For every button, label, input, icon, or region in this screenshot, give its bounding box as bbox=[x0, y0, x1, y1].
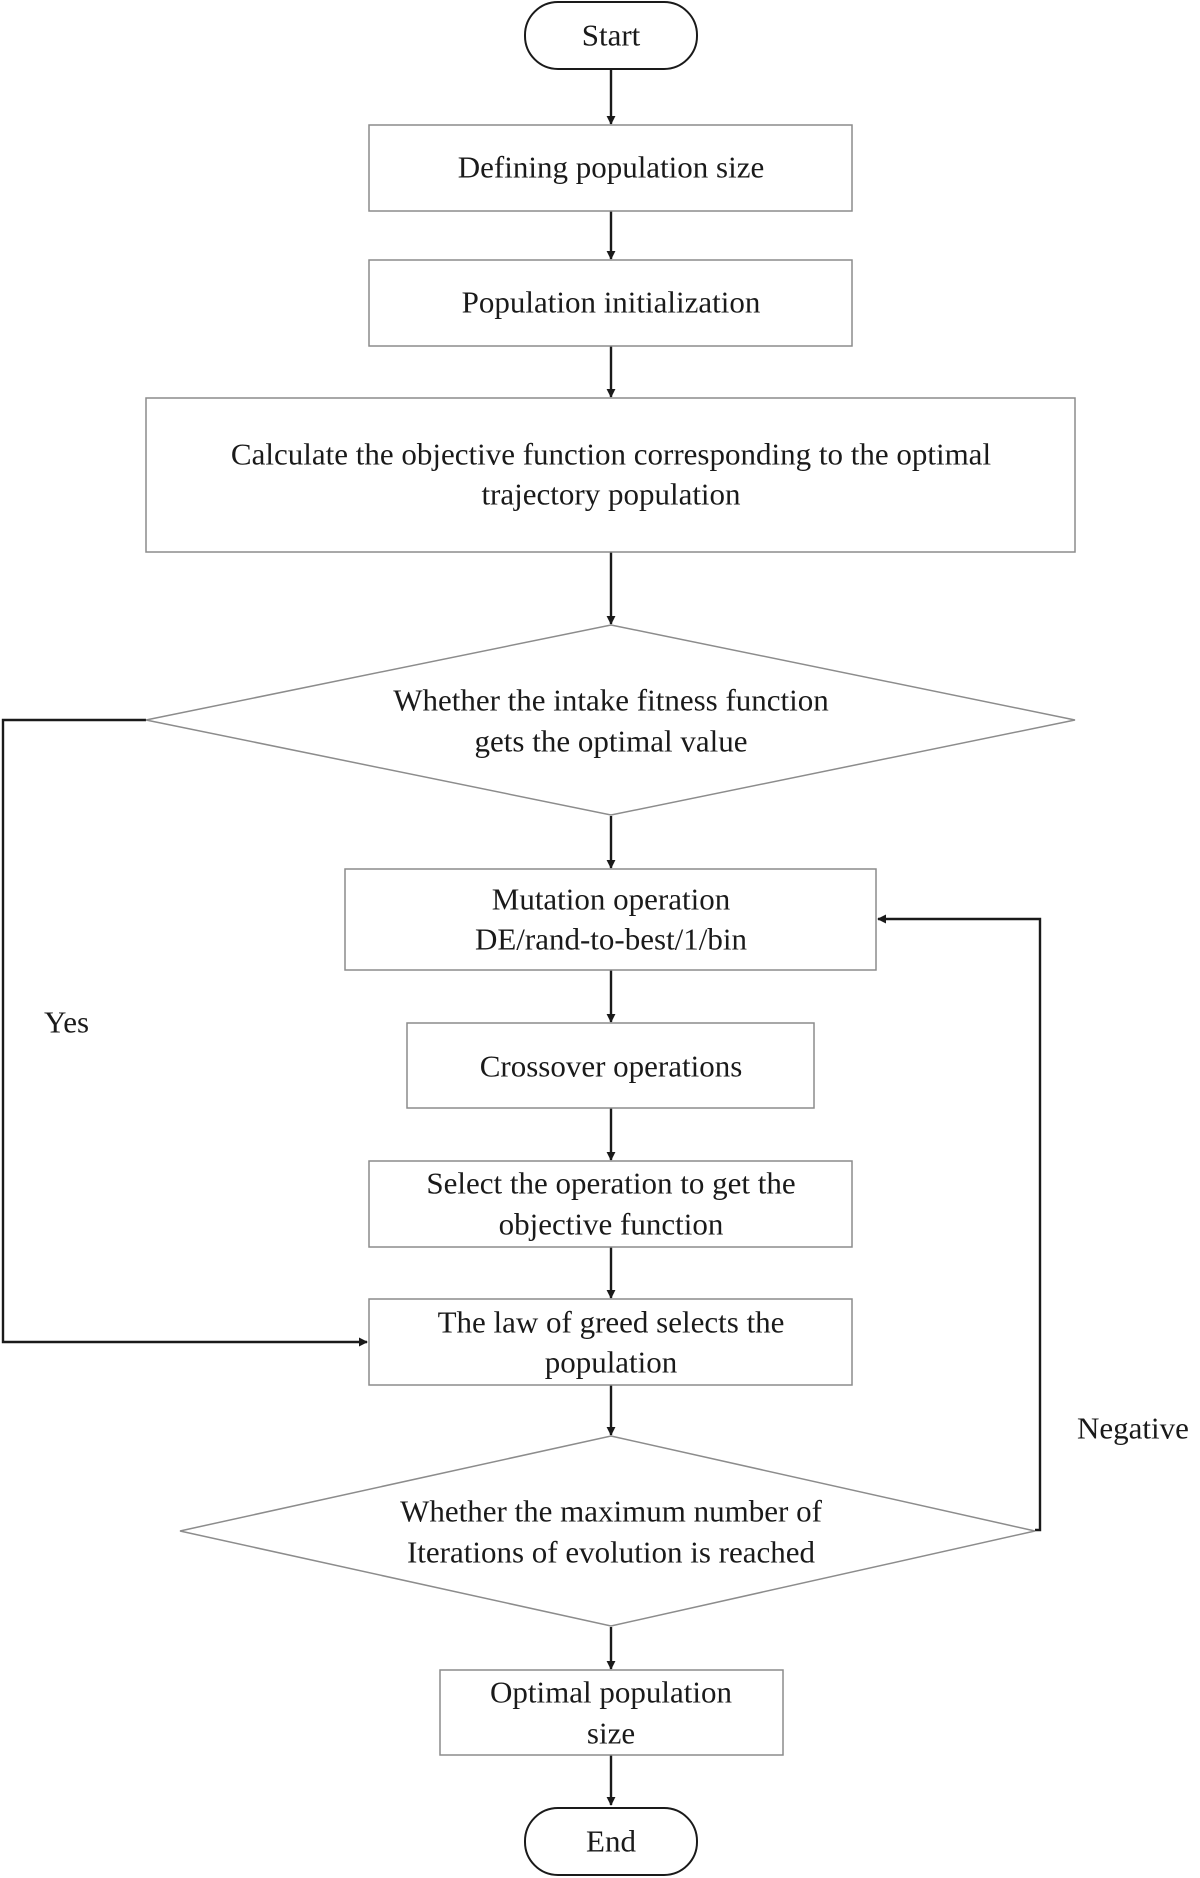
process-mutation-label-line2: DE/rand-to-best/1/bin bbox=[475, 922, 748, 957]
edge-yes-loop bbox=[1, 718, 368, 1347]
process-mutation-operation: Mutation operation DE/rand-to-best/1/bin bbox=[344, 868, 877, 971]
process-crossover-shape bbox=[406, 1022, 815, 1109]
process-define-population-size: Defining population size bbox=[368, 124, 853, 212]
process-select-label-line1: Select the operation to get the bbox=[426, 1166, 795, 1201]
terminal-end: End bbox=[524, 1807, 698, 1876]
terminal-start-shape bbox=[524, 1, 698, 70]
decision-maxiter-label-line2: Iterations of evolution is reached bbox=[407, 1535, 816, 1570]
process-crossover-operations: Crossover operations bbox=[406, 1022, 815, 1109]
edge-negative-loop bbox=[877, 914, 1042, 1532]
edge-label-yes: Yes bbox=[44, 1005, 89, 1040]
decision-fitness-shape bbox=[145, 624, 1076, 816]
process-define-label: Defining population size bbox=[458, 150, 765, 185]
process-mutation-label-line1: Mutation operation bbox=[492, 882, 731, 917]
process-greed-selects-population: The law of greed selects the population bbox=[368, 1298, 853, 1386]
process-population-initialization: Population initialization bbox=[368, 259, 853, 347]
connectors bbox=[1, 70, 1042, 1806]
process-mutation-shape bbox=[344, 868, 877, 971]
process-init-label: Population initialization bbox=[462, 285, 761, 320]
terminal-end-shape bbox=[524, 1807, 698, 1876]
process-define-shape bbox=[368, 124, 853, 212]
terminal-start: Start bbox=[524, 1, 698, 70]
decision-fitness-label-line2: gets the optimal value bbox=[475, 724, 748, 759]
decision-max-iterations: Whether the maximum number of Iterations… bbox=[179, 1435, 1036, 1627]
process-select-shape bbox=[368, 1160, 853, 1248]
process-greed-label-line2: population bbox=[545, 1345, 678, 1380]
process-init-shape bbox=[368, 259, 853, 347]
process-calc-label-line1: Calculate the objective function corresp… bbox=[231, 437, 991, 472]
process-select-label-line2: objective function bbox=[499, 1207, 724, 1242]
decision-maxiter-label-line1: Whether the maximum number of bbox=[400, 1494, 822, 1529]
edge-label-negative: Negative bbox=[1077, 1411, 1189, 1446]
process-greed-label-line1: The law of greed selects the bbox=[438, 1305, 785, 1340]
terminal-end-label: End bbox=[586, 1824, 636, 1859]
process-optimal-shape bbox=[439, 1669, 784, 1756]
process-crossover-label: Crossover operations bbox=[480, 1049, 743, 1084]
process-calc-shape bbox=[145, 397, 1076, 553]
process-calc-label-line2: trajectory population bbox=[481, 477, 741, 512]
process-greed-shape bbox=[368, 1298, 853, 1386]
decision-fitness-optimal: Whether the intake fitness function gets… bbox=[145, 624, 1076, 816]
process-optimal-label-line1: Optimal population bbox=[490, 1675, 732, 1710]
decision-maxiter-shape bbox=[179, 1435, 1036, 1627]
process-select-operation: Select the operation to get the objectiv… bbox=[368, 1160, 853, 1248]
process-optimal-label-line2: size bbox=[587, 1716, 635, 1751]
terminal-start-label: Start bbox=[582, 18, 641, 53]
process-calculate-objective: Calculate the objective function corresp… bbox=[145, 397, 1076, 553]
process-optimal-population-size: Optimal population size bbox=[439, 1669, 784, 1756]
decision-fitness-label-line1: Whether the intake fitness function bbox=[393, 683, 829, 718]
